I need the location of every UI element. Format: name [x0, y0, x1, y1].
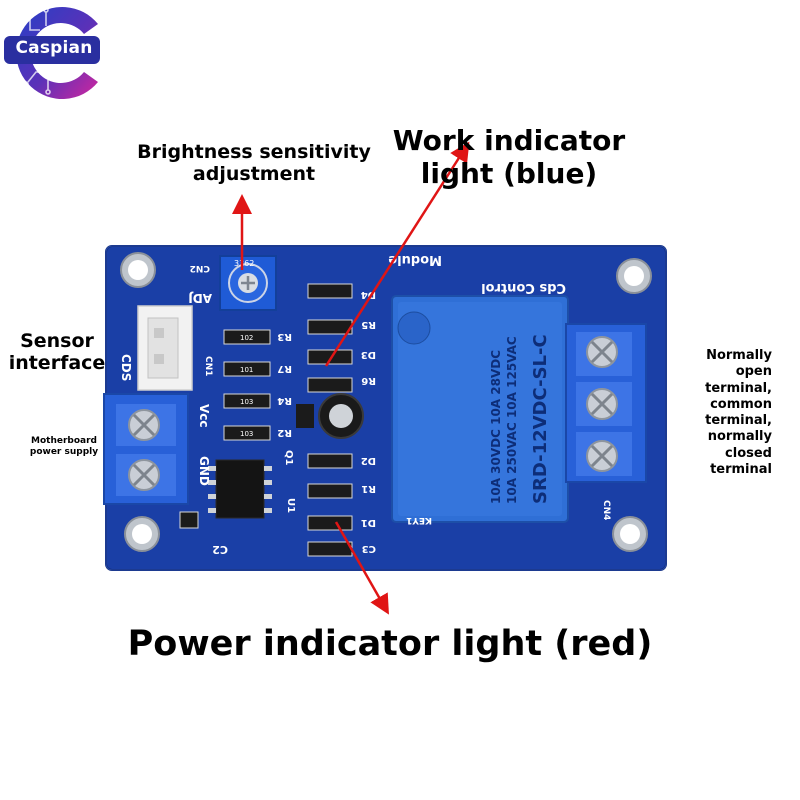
silk-cn1: CN1: [203, 356, 213, 376]
silk-q1: Q1: [283, 450, 294, 466]
label-motherboard-power: Motherboard power supply: [29, 436, 99, 458]
relay-model: SRD-12VDC-SL-C: [530, 334, 551, 504]
label-brightness-adjustment: Brightness sensitivity adjustment: [137, 141, 371, 186]
silk-d2: D2: [361, 455, 376, 466]
resistor-code: 101: [240, 366, 253, 374]
silk-gnd: GND: [197, 456, 211, 486]
brightness-potentiometer: [219, 255, 277, 311]
silk-module: Module: [388, 252, 442, 267]
label-work-indicator: Work indicator light (blue): [392, 124, 626, 191]
silk-r5: R5: [361, 319, 376, 330]
silk-key1: KEY1: [406, 515, 432, 525]
silk-c2: C2: [212, 543, 228, 556]
label-sensor-interface: Sensor interface: [8, 330, 106, 375]
silk-d1: D1: [361, 517, 376, 528]
caspian-logo: [4, 7, 100, 100]
resistor-code: 103: [240, 398, 253, 406]
silk-d4: D4: [361, 289, 376, 300]
relay-module-board: Module Cds Control ADJ CN2 CN1 CDS Vcc G…: [103, 245, 667, 571]
mounting-hole: [120, 252, 652, 552]
silk-r6: R6: [361, 375, 376, 386]
logo-text: Caspian: [15, 38, 93, 58]
silk-cds: CDS: [119, 354, 133, 381]
silk-c3: C3: [362, 543, 376, 554]
relay-rating-1: 10A 250VAC 10A 125VAC: [505, 336, 519, 504]
silk-r4: R4: [277, 395, 292, 406]
silk-r2: R2: [277, 427, 292, 438]
silk-r3: R3: [277, 331, 292, 342]
silk-vcc: Vcc: [197, 404, 211, 428]
silk-cds-control: Cds Control: [481, 280, 566, 295]
transistor-q1: [296, 404, 314, 428]
resistor-code: 103: [240, 430, 253, 438]
label-relay-terminals: Normally open terminal, common terminal,…: [705, 348, 772, 477]
pot-code: 3362: [234, 259, 254, 268]
electrolytic-capacitor: [318, 393, 364, 439]
relay-terminal-block: [565, 323, 647, 483]
power-terminal-block: [103, 393, 189, 505]
resistor-code: 102: [240, 334, 253, 342]
silk-d3: D3: [361, 349, 376, 360]
silk-cn4: CN4: [601, 500, 611, 520]
label-power-indicator: Power indicator light (red): [127, 624, 653, 664]
silk-adj: ADJ: [188, 291, 212, 305]
relay-rating-2: 10A 30VDC 10A 28VDC: [489, 350, 503, 504]
silk-cn2: CN2: [190, 263, 210, 273]
silk-r1: R1: [361, 483, 376, 494]
silk-r7: R7: [277, 363, 292, 374]
ic-u1: [208, 459, 272, 519]
sensor-connector: [137, 305, 193, 391]
silk-u1: U1: [285, 498, 296, 513]
